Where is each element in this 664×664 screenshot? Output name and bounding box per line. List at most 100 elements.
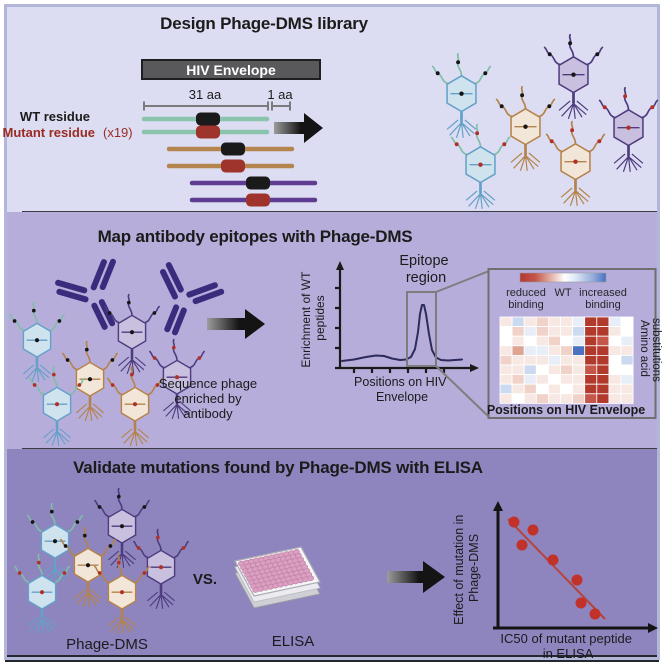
heatmap-cell xyxy=(572,374,586,385)
heatmap-cell xyxy=(572,335,586,347)
heatmap-y-axis-label-2: substitutions xyxy=(650,318,662,382)
heatmap-cell xyxy=(548,354,561,366)
scatter-x-axis-label: IC50 of mutant peptide in ELISA xyxy=(500,631,635,661)
scatter-point xyxy=(516,539,528,551)
phage-bound-group xyxy=(8,293,206,446)
aa-window-brackets xyxy=(143,101,291,111)
heatmap-cell xyxy=(548,374,561,385)
heatmap-cell xyxy=(499,374,513,385)
heatmap-cell xyxy=(523,326,537,337)
heatmap-cell xyxy=(620,383,634,395)
window-size-label: 31 aa xyxy=(188,87,222,102)
phage-icon xyxy=(495,85,556,172)
heatmap-cell xyxy=(596,364,610,376)
heatmap-cell xyxy=(560,364,574,376)
phage-icon xyxy=(8,301,66,382)
heatmap-cell xyxy=(608,316,622,328)
heatmap-cell xyxy=(499,354,513,366)
scatter-point xyxy=(527,524,539,536)
heatmap-cell xyxy=(523,316,537,328)
panel3-title: Validate mutations found by Phage-DMS wi… xyxy=(73,458,483,477)
heatmap-cell xyxy=(584,374,598,385)
phage-icon xyxy=(148,338,206,419)
heatmap-cell xyxy=(608,393,622,404)
heatmap-cell xyxy=(596,316,610,328)
phage-icon xyxy=(450,123,511,210)
x-axis-arrowhead xyxy=(648,623,658,633)
heatmap-cell xyxy=(596,345,610,356)
panel2-title: Map antibody epitopes with Phage-DMS xyxy=(97,227,413,246)
heatmap-cell xyxy=(596,393,610,404)
heatmap-cell xyxy=(511,326,525,337)
callout-connector xyxy=(435,270,490,293)
heatmap-cell xyxy=(499,393,513,404)
vs-label: VS. xyxy=(192,571,218,588)
arrow-caption-line3: antibody xyxy=(183,406,233,421)
heatmap-cell xyxy=(499,326,513,337)
wt-residue-box xyxy=(196,112,220,126)
hiv-envelope-bar: HIV Envelope xyxy=(141,59,321,80)
plate-well xyxy=(307,575,315,582)
wt-residue-box xyxy=(221,142,245,156)
phage-dms-caption: Phage-DMS xyxy=(66,636,148,653)
heatmap-cell xyxy=(548,326,561,337)
heatmap-cell xyxy=(535,393,549,404)
heatmap-cell xyxy=(560,393,574,404)
phage-icon xyxy=(93,487,151,568)
heatmap-cell xyxy=(511,383,525,395)
panel-design-library xyxy=(7,7,657,212)
heatmap-cell xyxy=(572,383,586,395)
arrow-caption-line2: enriched by xyxy=(174,391,242,406)
heatmap-cell xyxy=(620,316,634,328)
phage-icon xyxy=(59,526,117,607)
heatmap-cell xyxy=(560,335,574,347)
panel1-title: Design Phage-DMS library xyxy=(160,14,368,33)
heatmap-cell xyxy=(608,345,622,356)
flow-arrow-icon xyxy=(387,561,445,593)
heatmap-cell xyxy=(596,354,610,366)
mutant-multiplier-label: (x19) xyxy=(103,125,133,140)
flow-arrow-icon xyxy=(207,309,265,339)
heatmap-cell xyxy=(596,335,610,347)
scatter-point xyxy=(575,597,587,609)
heatmap-cell xyxy=(584,345,598,356)
heatmap-cell xyxy=(572,345,586,356)
validation-scatter-plot: Effect of mutation in Phage-DMS IC50 of … xyxy=(452,501,658,661)
y-axis-arrowhead xyxy=(493,501,503,511)
heatmap-cell xyxy=(548,335,561,347)
phage-icon xyxy=(545,120,606,207)
heatmap-cell xyxy=(499,345,513,356)
scale-label-increased: increased xyxy=(579,287,627,299)
scatter-point xyxy=(589,608,601,620)
mutant-residue-box xyxy=(246,193,270,207)
phage-icon xyxy=(26,502,84,583)
heatmap-cell xyxy=(523,383,537,395)
heatmap-cell xyxy=(572,393,586,404)
elisa-plate xyxy=(234,546,321,609)
scatter-points xyxy=(508,516,601,620)
heatmap-cell xyxy=(535,354,549,366)
scale-label-reduced: reduced xyxy=(506,287,546,299)
scale-label-reduced-2: binding xyxy=(508,299,544,311)
heatmap-cell xyxy=(596,326,610,337)
scatter-point xyxy=(547,554,559,566)
plate-wells xyxy=(238,549,315,593)
heatmap-cell xyxy=(572,316,586,328)
antibody-icon xyxy=(159,262,225,336)
heatmap-cell xyxy=(523,364,537,376)
heatmap-cell xyxy=(511,316,525,328)
heatmap-cell xyxy=(608,383,622,395)
wt-residue-label: WT residue xyxy=(19,109,90,124)
heatmap-cell xyxy=(620,335,634,347)
heatmap-cell xyxy=(511,374,525,385)
x-axis-arrowhead xyxy=(470,364,479,372)
antibody-icon xyxy=(55,258,116,330)
heatmap-cell xyxy=(523,354,537,366)
heatmap-cell xyxy=(499,383,513,395)
heatmap-cell xyxy=(535,374,549,385)
heatmap-cell xyxy=(535,326,549,337)
heatmap-cell xyxy=(548,383,561,395)
heatmap-cell xyxy=(499,364,513,376)
phage-icon xyxy=(431,52,492,139)
heatmap-cell xyxy=(523,374,537,385)
